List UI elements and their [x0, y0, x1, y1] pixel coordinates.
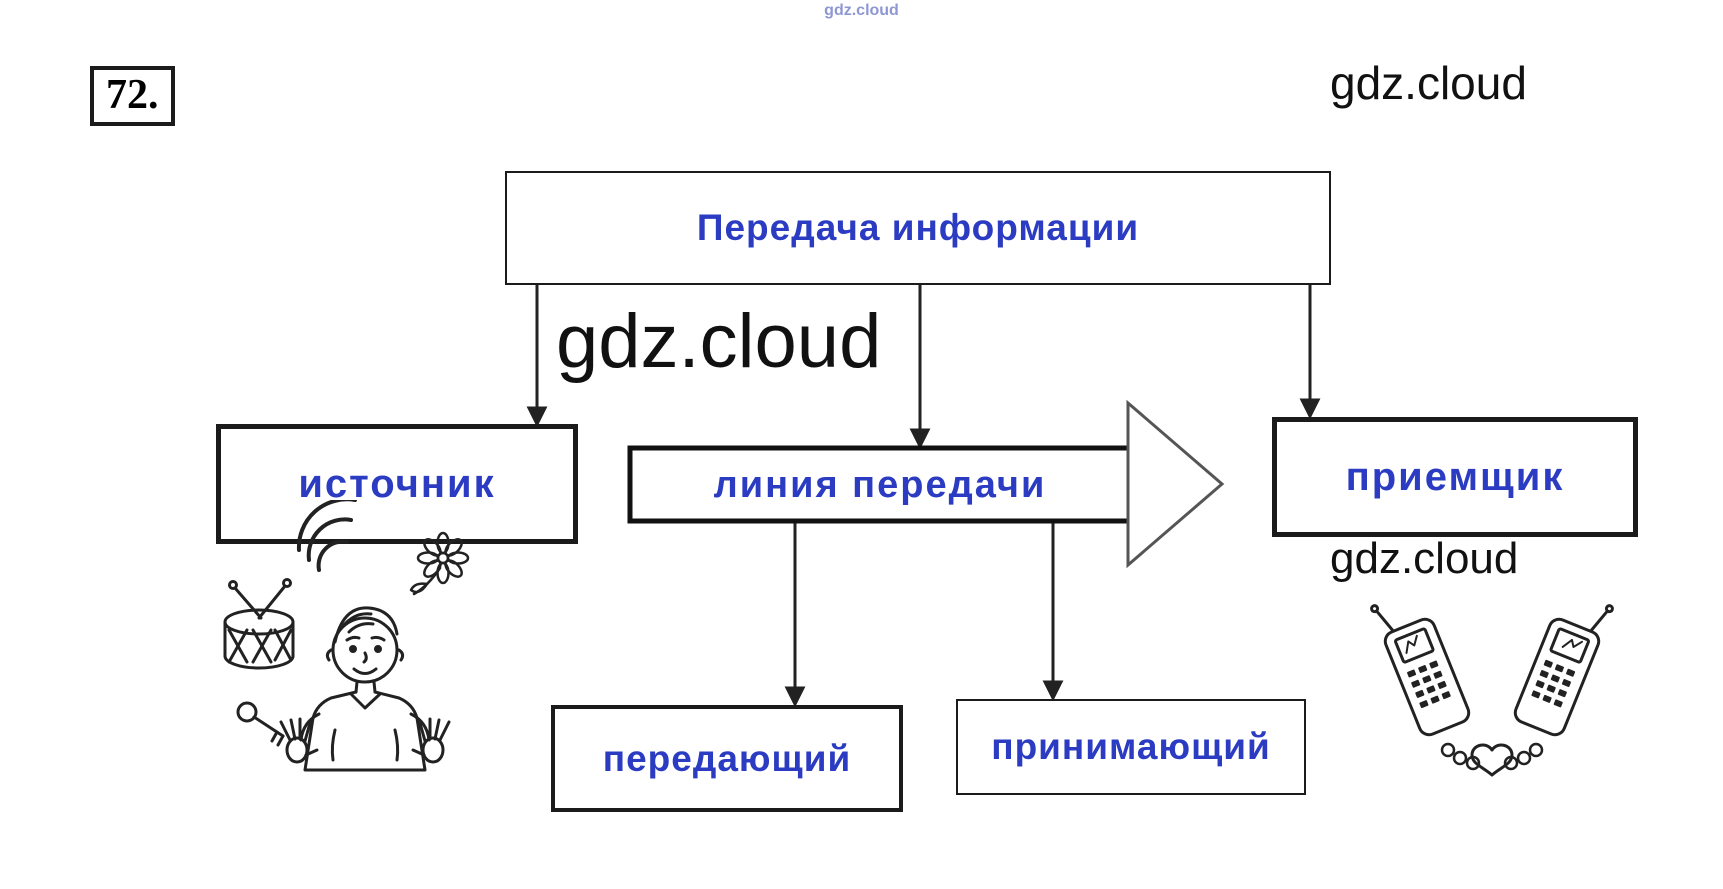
- coil-right: [1503, 742, 1544, 771]
- transmitting-box: передающий: [551, 705, 903, 812]
- child-source-illustration: [223, 500, 470, 772]
- child-figure: [279, 606, 451, 772]
- watermark-top-right: gdz.cloud: [1330, 57, 1527, 109]
- transmitting-label: передающий: [602, 737, 852, 779]
- receiver-label: приемщик: [1345, 454, 1565, 499]
- phones-receiver-illustration: [1370, 604, 1614, 777]
- watermark-center: gdz.cloud: [556, 299, 882, 384]
- line-arrow-shape: [627, 399, 1225, 569]
- down-arrows: [526, 284, 1321, 708]
- receiver-box: приемщик: [1272, 417, 1638, 537]
- receiving-box: принимающий: [956, 699, 1306, 795]
- source-label: источник: [298, 461, 496, 506]
- line-label: линия передачи: [713, 463, 1047, 506]
- phone-right-icon: [1513, 604, 1614, 737]
- heart-icon: [1470, 743, 1514, 777]
- phone-left-icon: [1370, 604, 1471, 737]
- key-icon: [236, 701, 285, 747]
- title-box: Передача информации: [505, 171, 1331, 285]
- source-box: источник: [216, 424, 578, 544]
- flower-icon: [409, 531, 470, 596]
- sound-waves-icon: [296, 500, 357, 572]
- drum-icon: [223, 578, 295, 670]
- task-number: 72.: [90, 66, 175, 126]
- watermark-right: gdz.cloud: [1330, 534, 1519, 583]
- title-label: Передача информации: [696, 207, 1140, 248]
- receiving-label: принимающий: [991, 726, 1271, 767]
- watermark-top: gdz.cloud: [824, 2, 899, 19]
- line-box: линия передачи: [640, 452, 1120, 518]
